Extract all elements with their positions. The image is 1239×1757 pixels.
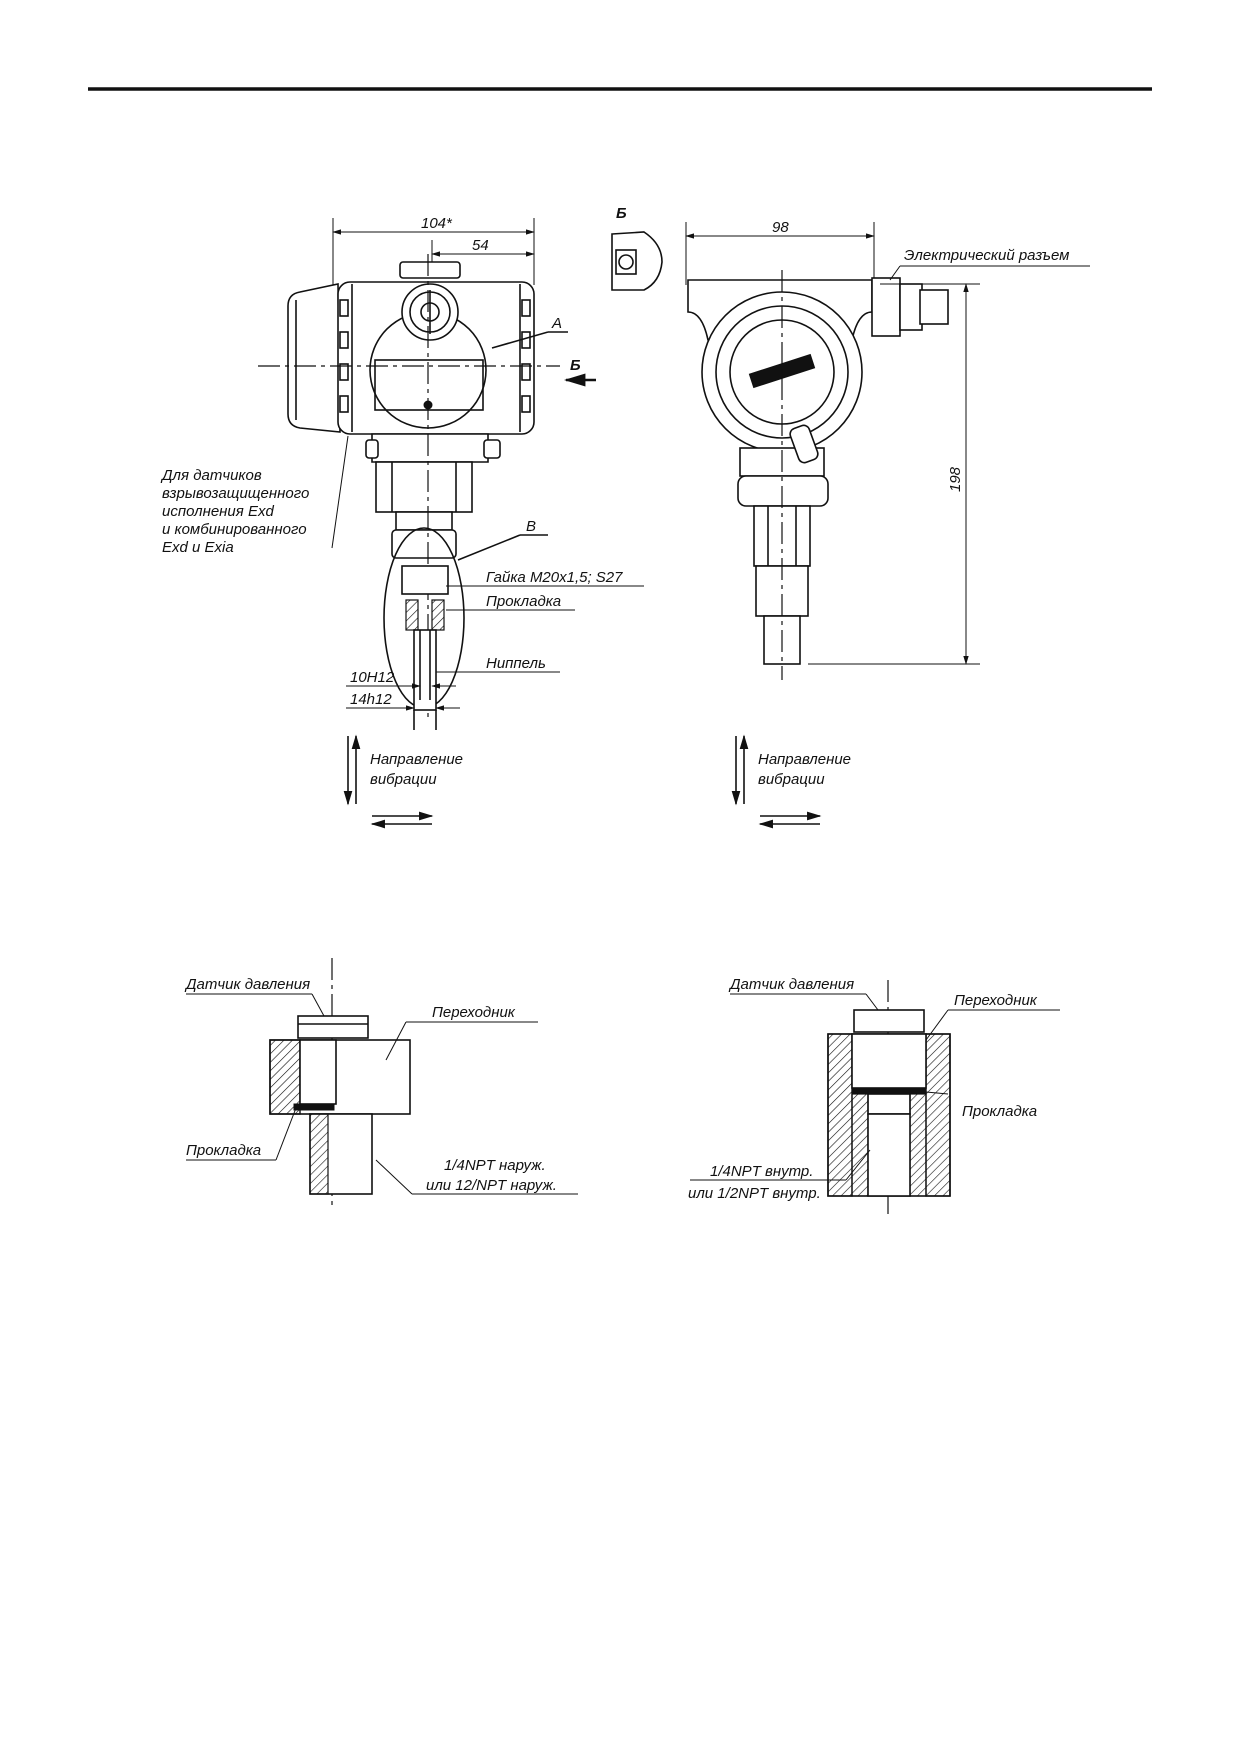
left-adapter-label: Переходник	[432, 1004, 516, 1021]
right-thread-line-1: 1/4NPT внутр.	[710, 1163, 813, 1180]
side-view: 98 Электрический разъем 198	[685, 219, 1090, 680]
right-adapter-label: Переходник	[954, 992, 1038, 1009]
nipple-label: Ниппель	[486, 655, 546, 672]
vibration-left: Направление вибрации	[343, 734, 463, 829]
exd-note-line-5: Exd и Exia	[162, 539, 234, 556]
adapter-internal-thread: Датчик давления Переходник Прокладка 1/4…	[688, 976, 1060, 1214]
vibration-left-line-2: вибрации	[370, 771, 437, 788]
left-gasket-label: Прокладка	[186, 1142, 261, 1159]
gasket-label-top: Прокладка	[486, 593, 561, 610]
dim-height: 198	[947, 466, 964, 492]
front-view: 104* 54	[160, 215, 644, 730]
right-thread-line-2: или 1/2NPT внутр.	[688, 1185, 821, 1202]
view-b-title: Б	[616, 205, 627, 222]
view-b-detail: Б	[611, 205, 663, 291]
exd-note-line-3: исполнения Exd	[162, 503, 274, 520]
left-sensor-label: Датчик давления	[184, 976, 310, 993]
exd-note-line-2: взрывозащищенного	[162, 485, 309, 502]
right-sensor-label: Датчик давления	[728, 976, 854, 993]
left-thread-line-2: или 12/NPT наруж.	[426, 1177, 557, 1194]
exd-note-line-4: и комбинированного	[162, 521, 307, 538]
adapter-external-thread: Датчик давления Переходник Прокладка 1/4…	[184, 958, 578, 1210]
dim-side-width: 98	[772, 219, 789, 236]
vibration-right: Направление вибрации	[731, 734, 851, 829]
right-gasket-label: Прокладка	[962, 1103, 1037, 1120]
view-b-arrow-marker: Б	[570, 357, 581, 374]
vibration-left-line-1: Направление	[370, 751, 463, 768]
nut-label: Гайка М20х1,5; S27	[486, 569, 623, 586]
exd-note-line-1: Для датчиков	[160, 467, 262, 484]
connector-label: Электрический разъем	[904, 247, 1069, 264]
vibration-right-line-2: вибрации	[758, 771, 825, 788]
dim-bore: 10H12	[350, 669, 395, 686]
left-thread-line-1: 1/4NPT наруж.	[444, 1157, 546, 1174]
dim-outer: 14h12	[350, 691, 392, 708]
dim-width-total: 104*	[421, 215, 453, 232]
section-v-marker: В	[526, 518, 536, 535]
section-a-marker: А	[551, 315, 562, 332]
dim-half-width: 54	[472, 237, 489, 254]
vibration-right-line-1: Направление	[758, 751, 851, 768]
